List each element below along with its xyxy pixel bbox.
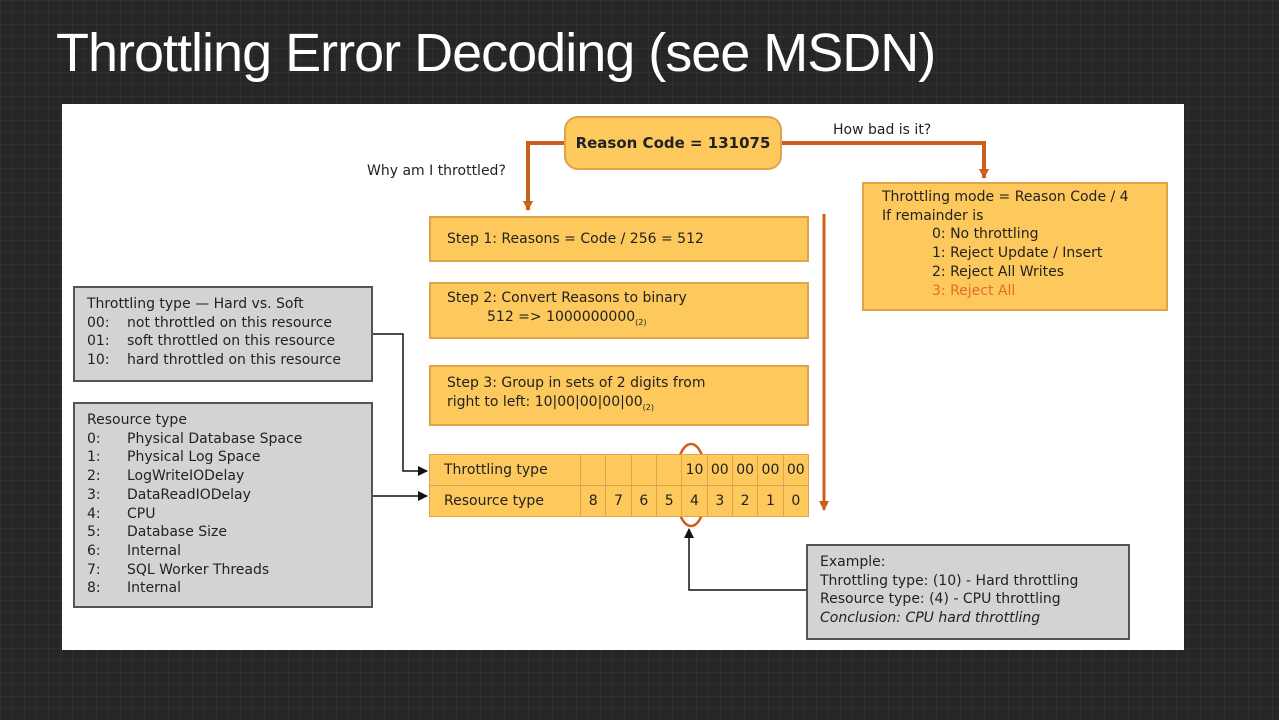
resource-type-row: 1: Physical Log Space [87, 448, 359, 467]
grid-cell: 00 [731, 454, 759, 486]
throttling-type-row: 01: soft throttled on this resource [87, 332, 359, 351]
grid-cell: 7 [605, 485, 632, 517]
grid-row-throttling: Throttling type 10 00 00 00 00 [429, 454, 810, 486]
row-code: 6: [87, 542, 101, 559]
example-conclusion: Conclusion: CPU hard throttling [820, 610, 1041, 627]
row-desc: DataReadIODelay [127, 486, 251, 503]
grid-cell: 00 [757, 454, 784, 486]
row-desc: SQL Worker Threads [127, 561, 270, 578]
row-desc: Physical Log Space [127, 449, 261, 466]
row-code: 10: [87, 352, 110, 369]
grid-cell: 4 [681, 485, 708, 517]
how-bad-label: How bad is it? [833, 122, 932, 138]
resource-type-row: 2: LogWriteIODelay [87, 467, 359, 486]
row-code: 1: [87, 449, 101, 466]
mode-item-2: 2: Reject All Writes [932, 263, 1064, 280]
grid-cell: 2 [731, 485, 759, 517]
why-throttled-label: Why am I throttled? [367, 163, 506, 179]
row-desc: not throttled on this resource [127, 314, 333, 331]
step-2-box: Step 2: Convert Reasons to binary 512 =>… [429, 282, 809, 339]
row-code: 7: [87, 561, 101, 578]
grid-cell: 0 [782, 485, 810, 517]
row-code: 5: [87, 524, 101, 541]
grid-cell [605, 454, 632, 486]
arrow-how-bad [782, 141, 989, 179]
resource-type-row: 5: Database Size [87, 523, 359, 542]
step-3-box: Step 3: Group in sets of 2 digits from r… [429, 365, 809, 426]
grid-cell: 8 [579, 485, 607, 517]
throttling-type-heading: Throttling type — Hard vs. Soft [87, 296, 304, 312]
decode-grid: Throttling type 10 00 00 00 00 Resource … [429, 454, 810, 517]
row-code: 4: [87, 505, 101, 522]
resource-type-row: 0: Physical Database Space [87, 430, 359, 449]
grid-cell: 00 [782, 454, 810, 486]
step-3-subscript: (2) [642, 402, 654, 412]
resource-type-row: 7: SQL Worker Threads [87, 561, 359, 580]
grid-row-label: Resource type [429, 485, 581, 517]
step-1-box: Step 1: Reasons = Code / 256 = 512 [429, 216, 809, 262]
grid-row-label: Throttling type [429, 454, 581, 486]
row-desc: Internal [127, 542, 181, 559]
row-code: 2: [87, 468, 101, 485]
reason-code-box: Reason Code = 131075 [564, 116, 782, 170]
row-code: 3: [87, 486, 101, 503]
step-1-text: Step 1: Reasons = Code / 256 = 512 [447, 230, 704, 247]
mode-line-1: Throttling mode = Reason Code / 4 [882, 189, 1129, 205]
row-desc: Internal [127, 580, 181, 597]
throttling-mode-box: Throttling mode = Reason Code / 4 If rem… [862, 182, 1168, 311]
step-3-groups: right to left: 10|00|00|00|00 [447, 393, 643, 410]
mode-item-0: 0: No throttling [932, 226, 1039, 243]
throttling-type-row: 10: hard throttled on this resource [87, 351, 359, 370]
mode-line-2: If remainder is [882, 207, 984, 224]
example-line-3: Resource type: (4) - CPU throttling [820, 591, 1061, 608]
grid-cell [655, 454, 683, 486]
row-desc: CPU [127, 505, 156, 522]
row-desc: LogWriteIODelay [127, 468, 245, 485]
grid-cell [630, 454, 657, 486]
resource-type-heading: Resource type [87, 412, 187, 428]
step-3-line2: right to left: 10|00|00|00|00(2) [447, 393, 791, 418]
row-desc: soft throttled on this resource [127, 333, 336, 350]
row-code: 0: [87, 430, 101, 447]
example-box: Example: Throttling type: (10) - Hard th… [806, 544, 1130, 640]
step-2-line2: 512 => 1000000000(2) [447, 308, 791, 333]
throttling-type-legend: Throttling type — Hard vs. Soft 00: not t… [73, 286, 373, 382]
step-2-binary: 512 => 1000000000 [487, 308, 636, 325]
grid-row-resource: Resource type 8 7 6 5 4 3 2 1 0 [429, 485, 810, 517]
step-2-subscript: (2) [635, 317, 647, 327]
row-code: 01: [87, 333, 110, 350]
resource-type-row: 4: CPU [87, 505, 359, 524]
grid-cell: 1 [757, 485, 784, 517]
grid-cell: 5 [655, 485, 683, 517]
grid-cell: 00 [706, 454, 733, 486]
arrow-throttling-type [373, 333, 428, 476]
row-desc: hard throttled on this resource [127, 352, 341, 369]
example-line-1: Example: [820, 554, 886, 570]
grid-cell: 3 [706, 485, 733, 517]
row-code: 00: [87, 314, 110, 331]
row-desc: Physical Database Space [127, 430, 303, 447]
grid-cell [579, 454, 607, 486]
resource-type-legend: Resource type 0:Physical Database Space … [73, 402, 373, 608]
grid-cell: 10 [681, 454, 708, 486]
slide-title: Throttling Error Decoding (see MSDN) [56, 23, 936, 83]
resource-type-row: 8: Internal [87, 579, 359, 598]
mode-item-1: 1: Reject Update / Insert [932, 245, 1103, 262]
arrow-why [523, 141, 564, 211]
mode-item-3: 3: Reject All [932, 282, 1016, 299]
grid-cell: 6 [630, 485, 657, 517]
throttling-type-row: 00: not throttled on this resource [87, 314, 359, 333]
step-2-line1: Step 2: Convert Reasons to binary [447, 289, 687, 306]
diagram-panel: Reason Code = 131075 Why am I throttled?… [62, 104, 1184, 650]
row-code: 8: [87, 580, 101, 597]
example-line-2: Throttling type: (10) - Hard throttling [820, 572, 1079, 589]
resource-type-row: 6: Internal [87, 542, 359, 561]
step-3-line1: Step 3: Group in sets of 2 digits from [447, 374, 706, 391]
row-desc: Database Size [127, 524, 227, 541]
arrow-example [684, 528, 806, 591]
resource-type-row: 3: DataReadIODelay [87, 486, 359, 505]
